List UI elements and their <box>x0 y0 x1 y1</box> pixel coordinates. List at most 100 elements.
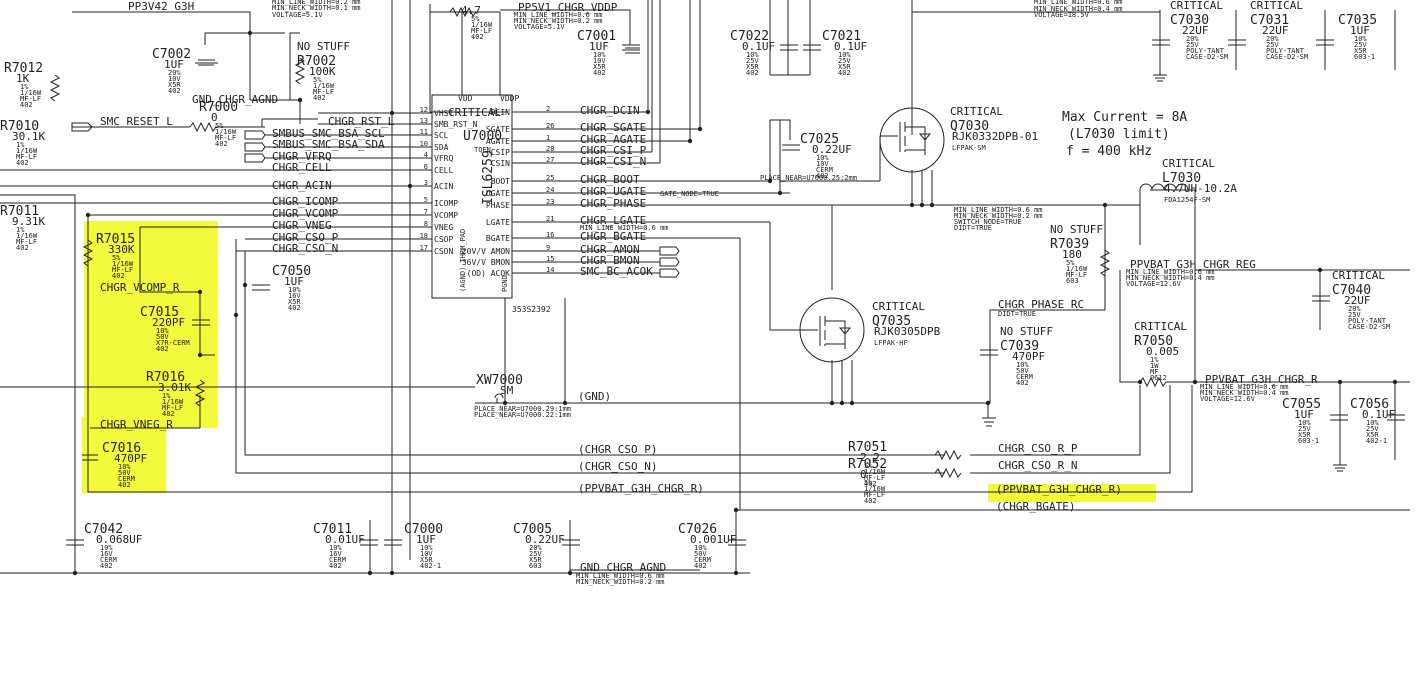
c7005-value: 0.22UF <box>525 533 565 546</box>
c7002-symbol <box>198 59 214 66</box>
ic-right-pin-10: 20V/V AMON <box>462 247 510 256</box>
c7031-tag: CRITICAL <box>1250 0 1303 12</box>
ic-part-number: 353S2392 <box>512 305 551 314</box>
ic-left-pin-num-5: 6 <box>424 163 428 171</box>
tag-amon <box>659 246 680 256</box>
c7001-symbol <box>622 44 640 51</box>
q7035-value: RJK0305DPB <box>874 325 941 338</box>
net-right-2: CHGR_AGATE <box>580 133 646 146</box>
r7052-spec-2: MF-LF <box>864 491 885 499</box>
c7021-symbol <box>803 44 821 51</box>
r7012-value: 1K <box>16 72 30 85</box>
c7040-symbol <box>1312 295 1330 302</box>
note-sw-b: MIN_NECK_WIDTH=0.2 mm <box>954 212 1043 220</box>
note-r-c: VOLTAGE=12.6V <box>1200 395 1256 403</box>
ic-left-pin-num-2: 11 <box>420 128 428 136</box>
junction-dot <box>197 289 203 295</box>
c7005-symbol <box>562 539 580 546</box>
r7039-spec-1: 1/16W <box>1066 265 1088 273</box>
net-chgr-rst-l: CHGR_RST_L <box>328 115 395 128</box>
c7016-value: 470PF <box>114 452 147 465</box>
note-sw-a: MIN_LINE_WIDTH=0.6 mm <box>954 206 1043 214</box>
c7040-ref: C7040 <box>1332 283 1371 298</box>
c7021-spec-2: X5R <box>838 63 851 71</box>
c7039-spec-3: 402 <box>1016 379 1029 387</box>
c7011-symbol <box>360 539 378 546</box>
c7030-spec-2: POLY-TANT <box>1186 47 1225 55</box>
xw7000-value: SM <box>500 384 514 397</box>
c7055-spec-2: X5R <box>1298 431 1311 439</box>
c7000-spec-0: 10% <box>420 544 433 552</box>
c7002-value: 1UF <box>164 58 184 71</box>
c7030-spec-0: 20% <box>1186 35 1199 43</box>
c7039-spec-2: CERM <box>1016 373 1033 381</box>
ic-left-pin-7: ICOMP <box>434 199 458 208</box>
ic-part-name: ISL6259 <box>481 150 496 205</box>
tag-smc-reset <box>71 122 93 132</box>
net-chgr-cso-r-p: CHGR_CSO_R_P <box>998 442 1078 455</box>
c7056-symbol <box>1387 414 1405 421</box>
ic-body <box>431 94 513 299</box>
ic-right-pin-num-2: 1 <box>546 134 550 142</box>
r7039-spec-3: 603 <box>1066 277 1079 285</box>
net-smbus-scl: SMBUS_SMC_BSA_SCL <box>272 127 385 140</box>
net-right-8: CHGR_LGATE <box>580 214 646 227</box>
r7039-spec-0: 5% <box>1066 259 1075 267</box>
resistors <box>49 6 1195 479</box>
note-reg-a: MIN_LINE_WIDTH=0.6 mm <box>1126 268 1215 276</box>
net-pp3v42-g3h: PP3V42_G3H <box>128 0 194 13</box>
c7031-spec-3: CASE-D2-SM <box>1266 53 1308 61</box>
ic-right-pin-num-8: 21 <box>546 215 554 223</box>
c7015-symbol <box>192 319 210 326</box>
junction-dot <box>909 202 915 208</box>
r7012-spec-3: 402 <box>20 101 33 109</box>
r7015-symbol <box>82 239 94 267</box>
ic-right-pin-4: CSIN <box>491 159 510 168</box>
r7011-ref: R7011 <box>0 204 39 219</box>
junction-dot <box>829 400 835 406</box>
net-chgr-cso-r-n: CHGR_CSO_R_N <box>998 459 1077 472</box>
c7031-symbol <box>1228 39 1246 46</box>
highlight-ppvbat-net <box>988 484 1156 502</box>
net-chgr-icomp: CHGR_ICOMP <box>272 195 339 208</box>
c7030-value: 22UF <box>1182 24 1209 37</box>
c7039-ref: C7039 <box>1000 339 1039 354</box>
net-chgr-vneg: CHGR_VNEG <box>272 219 332 232</box>
net-smbus-sda: SMBUS_SMC_BSA_SDA <box>272 138 385 151</box>
ic-left-pin-3: SDA <box>434 143 449 152</box>
c7011-spec-3: 402 <box>329 562 342 570</box>
note-gnd-b: MIN_NECK_WIDTH=0.2 mm <box>576 578 665 586</box>
c7026-spec-3: 402 <box>694 562 707 570</box>
r7051-spec-0: 5% <box>864 462 873 470</box>
c7001-value: 1UF <box>589 40 609 53</box>
junction-dot <box>777 190 783 196</box>
l7030-ref: L7030 <box>1162 171 1201 186</box>
net-ppvbat-bottom: (PPVBAT_G3H_CHGR_R) <box>578 482 704 495</box>
note-top-b: MIN_NECK_WIDTH=0.1 mm <box>272 4 361 12</box>
note-vddp-c: VOLTAGE=5.1V <box>514 23 565 31</box>
r7010-spec-2: MF-LF <box>16 153 37 161</box>
r7011-spec-0: 1% <box>16 226 25 234</box>
c7022-spec-0: 10% <box>746 51 759 59</box>
note-reg-b: MIN_NECK_WIDTH=0.4 mm <box>1126 274 1215 282</box>
c7040-spec-2: POLY-TANT <box>1348 317 1387 325</box>
r7050-value: 0.005 <box>1146 345 1179 358</box>
ic-left-pin-num-8: 7 <box>424 208 428 216</box>
junction-dot <box>1337 379 1343 385</box>
c7011-ref: C7011 <box>313 522 352 537</box>
c7021-spec-0: 10% <box>838 51 851 59</box>
c7055-spec-1: 25V <box>1298 425 1311 433</box>
c7026-spec-2: CERM <box>694 556 711 564</box>
c7011-spec-2: CERM <box>329 556 346 564</box>
c7016-spec-2: CERM <box>118 475 135 483</box>
r7052-spec-0: 5% <box>864 479 873 487</box>
c7050-symbol <box>252 284 270 291</box>
r_top-spec-3: 402 <box>471 33 484 41</box>
ic-right-pin-num-9: 16 <box>546 231 554 239</box>
r7050-symbol <box>1139 376 1195 388</box>
c7025-value: 0.22UF <box>812 143 852 156</box>
c7030-spec-3: CASE-D2-SM <box>1186 53 1228 61</box>
capacitors <box>66 39 1405 546</box>
l7030-value: 4.7UH-10.2A <box>1164 182 1237 195</box>
ic-left-pin-num-0: 12 <box>420 106 428 114</box>
